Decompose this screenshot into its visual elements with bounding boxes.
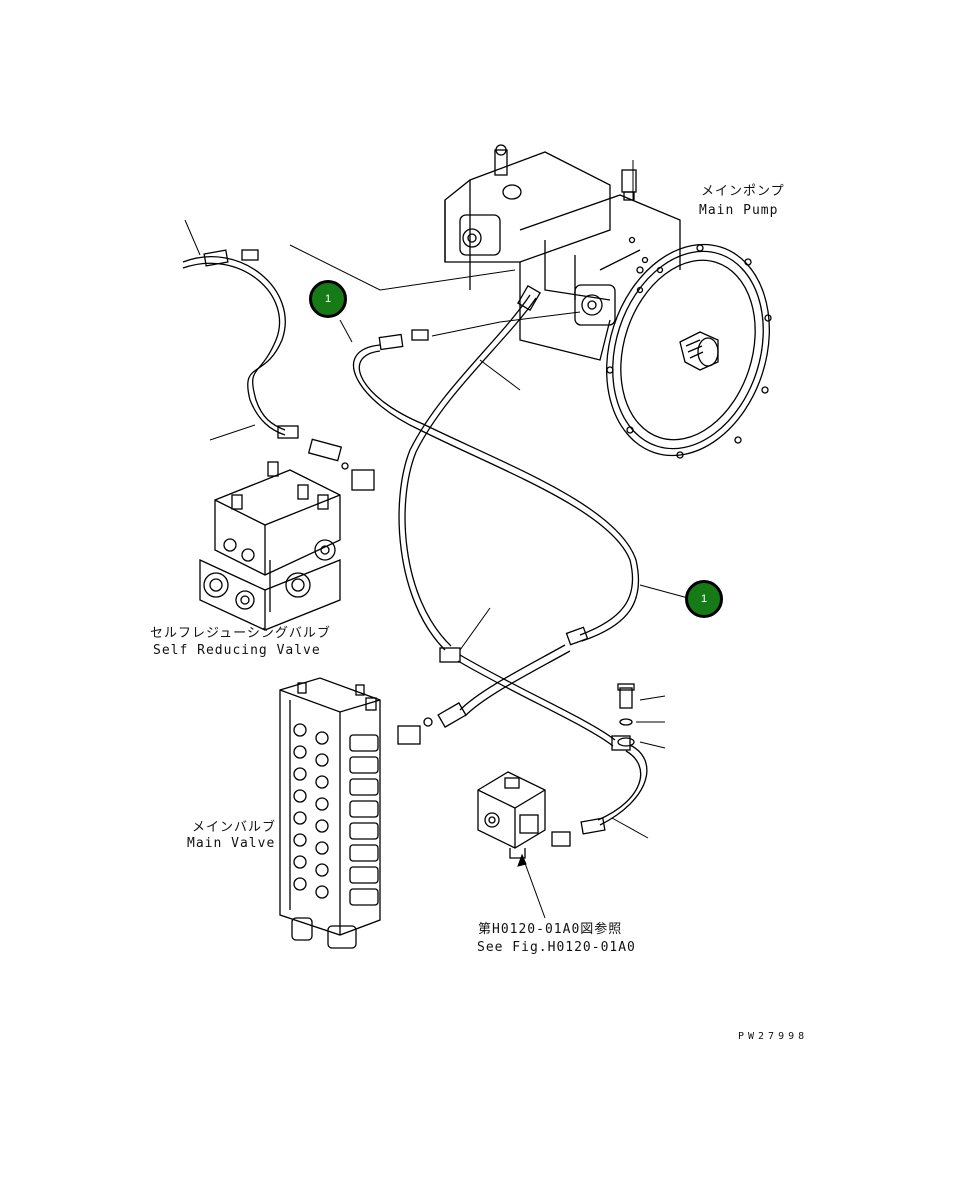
self-reducing-valve-label-en: Self Reducing Valve — [153, 643, 321, 658]
self-reducing-valve-drawing — [199, 461, 341, 631]
solenoid-valve-drawing — [477, 771, 546, 859]
callout-1-lower[interactable]: 1 — [685, 580, 723, 618]
self-reducing-valve-label-jp: セルフレジューシングバルブ — [150, 626, 331, 641]
main-valve-label-en: Main Valve — [187, 836, 276, 851]
main-valve-label-jp: メインバルブ — [192, 820, 277, 835]
drawing-reference-number: PW27998 — [738, 1031, 809, 1042]
main-pump-label-en: Main Pump — [699, 203, 779, 218]
see-fig-label-en: See Fig.H0120-01A0 — [477, 940, 636, 955]
leader-lines — [184, 160, 689, 919]
hoses — [182, 256, 648, 826]
callout-1-upper[interactable]: 1 — [309, 280, 347, 318]
main-pump-drawing — [444, 144, 772, 459]
main-valve-drawing — [279, 677, 381, 949]
fittings — [203, 249, 635, 847]
see-fig-label-jp: 第H0120-01A0図参照 — [478, 922, 623, 937]
main-pump-label-jp: メインポンプ — [701, 184, 785, 199]
